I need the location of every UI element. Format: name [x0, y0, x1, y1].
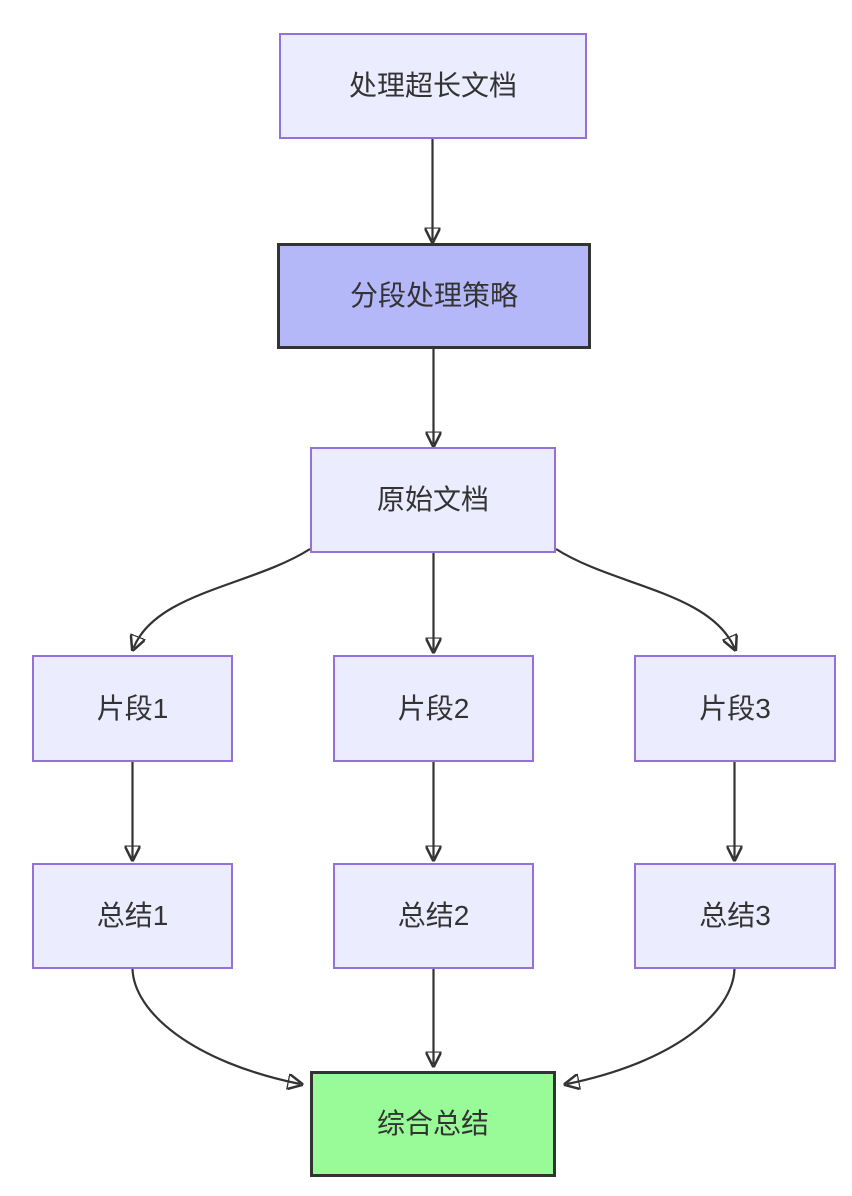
node-fragment-3: 片段3 [634, 655, 836, 762]
node-label: 片段2 [397, 692, 470, 724]
node-combined-summary: 综合总结 [310, 1071, 556, 1177]
node-label: 总结1 [96, 900, 169, 931]
node-summary-3: 总结3 [634, 863, 836, 969]
edge-i-j [567, 968, 736, 1084]
node-original-document: 原始文档 [310, 447, 556, 553]
node-handle-long-document: 处理超长文档 [279, 33, 587, 139]
node-label: 处理超长文档 [348, 70, 517, 101]
edge-c-d [134, 548, 311, 648]
node-label: 分段处理策略 [349, 280, 518, 311]
node-label: 片段1 [96, 692, 169, 724]
node-label: 综合总结 [376, 1108, 489, 1139]
node-label: 原始文档 [376, 484, 489, 515]
node-fragment-1: 片段1 [32, 655, 233, 762]
edge-g-j [131, 968, 301, 1084]
node-summary-1: 总结1 [32, 863, 233, 969]
node-label: 总结3 [699, 900, 771, 931]
node-summary-2: 总结2 [333, 863, 534, 969]
node-fragment-2: 片段2 [333, 655, 534, 762]
edge-c-f [555, 548, 735, 648]
node-segment-processing-strategy: 分段处理策略 [277, 243, 591, 349]
node-label: 片段3 [699, 692, 771, 724]
node-label: 总结2 [397, 900, 470, 931]
